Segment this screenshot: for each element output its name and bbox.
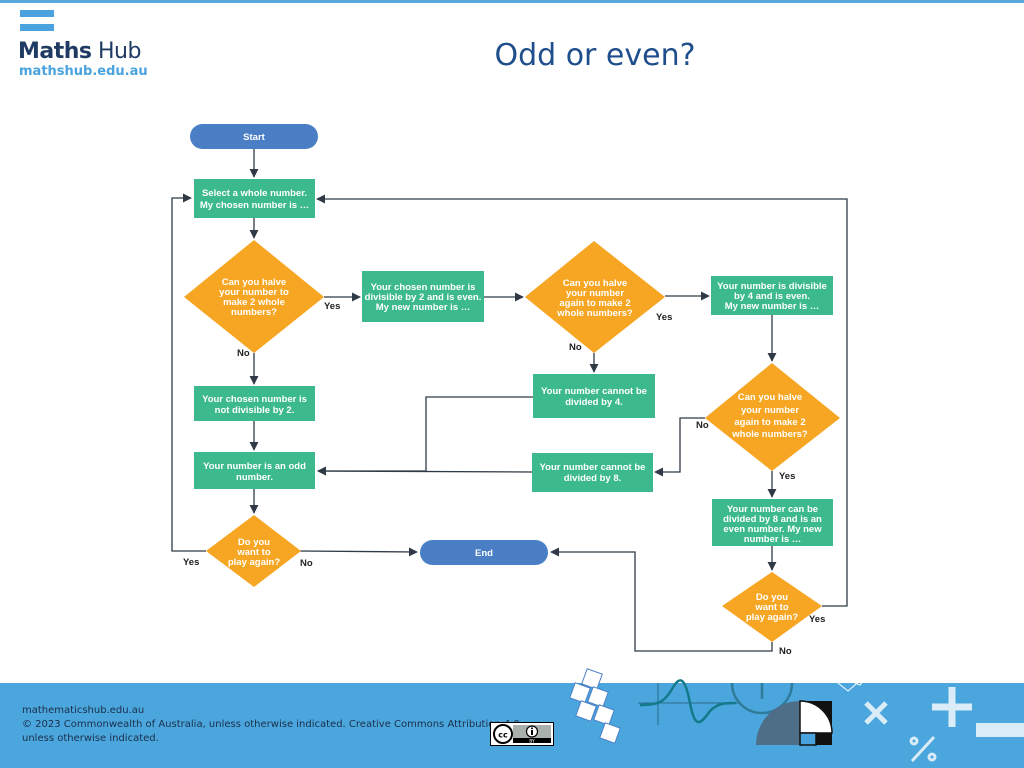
divisible-by-4-box: Your number is divisible by 4 and is eve… <box>711 276 833 315</box>
svg-text:divided by 4.: divided by 4. <box>565 397 623 408</box>
logo-stripe <box>20 24 54 31</box>
percent-icon <box>909 735 937 763</box>
svg-text:your number: your number <box>741 405 799 416</box>
connector-q3-no <box>654 417 705 477</box>
creative-commons-badge[interactable]: cc BY <box>490 722 554 746</box>
not-divisible-by-2-box: Your chosen number is not divisible by 2… <box>194 386 315 421</box>
end-label: End <box>475 548 493 559</box>
connector-play2-no <box>550 547 773 652</box>
svg-text:cc: cc <box>498 731 508 740</box>
svg-text:Your chosen number is: Your chosen number is <box>202 394 307 405</box>
logo-url: mathshub.edu.au <box>19 64 148 79</box>
svg-text:Can you halve: Can you halve <box>222 277 286 288</box>
end-node: End <box>420 540 548 565</box>
svg-text:divisible by 2 and is even.: divisible by 2 and is even. <box>365 292 482 303</box>
yes-label: Yes <box>183 557 199 568</box>
svg-text:number is …: number is … <box>744 534 802 545</box>
svg-text:Your number cannot be: Your number cannot be <box>540 462 646 473</box>
yes-label: Yes <box>779 471 795 482</box>
geometry-lines-icon <box>816 666 878 692</box>
no-label: No <box>779 646 792 657</box>
no-label: No <box>300 558 313 569</box>
minus-icon <box>976 723 1024 737</box>
svg-text:play again?: play again? <box>228 557 280 568</box>
svg-text:your number to: your number to <box>219 287 289 298</box>
clock-icon <box>730 682 794 715</box>
no-label: No <box>569 342 582 353</box>
maths-hub-logo[interactable]: Maths Hub mathshub.edu.au <box>18 10 158 80</box>
connector-play2-yes <box>316 194 848 607</box>
play-again-decision-1: Do you want to play again? <box>206 515 301 587</box>
flowchart: Start End Select a whole number. My chos… <box>171 124 848 657</box>
select-number-box: Select a whole number. My chosen number … <box>194 179 315 218</box>
footer-copyright-cont: unless otherwise indicated. <box>22 733 159 744</box>
play-again-decision-2: Do you want to play again? <box>722 572 822 642</box>
svg-text:My chosen number is …: My chosen number is … <box>200 200 309 211</box>
svg-text:number.: number. <box>236 472 273 483</box>
svg-text:BY: BY <box>529 738 535 744</box>
no-label: No <box>237 348 250 359</box>
times-icon <box>864 701 888 725</box>
svg-text:Your number can be: Your number can be <box>727 504 818 515</box>
svg-text:want to: want to <box>236 547 270 558</box>
cannot-divide-by-4-box: Your number cannot be divided by 4. <box>533 374 655 418</box>
footer-copyright: © 2023 Commonwealth of Australia, unless… <box>22 719 523 730</box>
divisible-by-2-box: Your chosen number is divisible by 2 and… <box>362 271 484 322</box>
svg-text:again to make 2: again to make 2 <box>734 417 805 428</box>
svg-text:Can you halve: Can you halve <box>738 392 802 403</box>
odd-number-box: Your number is an odd number. <box>194 452 315 489</box>
connector-notdiv4-to-odd <box>317 396 533 476</box>
connectors <box>171 149 848 652</box>
connector-play1-yes <box>171 193 206 552</box>
svg-text:divided by 8 and is an: divided by 8 and is an <box>723 514 822 525</box>
cannot-divide-by-8-box: Your number cannot be divided by 8. <box>532 453 653 492</box>
dice-net-icon <box>569 668 621 744</box>
yes-label: Yes <box>809 614 825 625</box>
plus-icon <box>932 687 972 727</box>
svg-text:Your number is an odd: Your number is an odd <box>203 461 306 472</box>
svg-text:whole numbers?: whole numbers? <box>556 308 633 319</box>
svg-text:by 4 and is even.: by 4 and is even. <box>734 291 810 302</box>
halve-decision-1: Can you halve your number to make 2 whol… <box>184 240 324 353</box>
svg-text:even number. My new: even number. My new <box>723 524 822 535</box>
no-label: No <box>696 420 709 431</box>
svg-text:play again?: play again? <box>746 612 798 623</box>
connector-play1-no <box>299 547 418 557</box>
logo-name: Maths Hub <box>18 39 141 64</box>
svg-text:Can you halve: Can you halve <box>563 278 627 289</box>
logo-stripe <box>20 10 54 17</box>
top-accent-bar <box>0 0 1024 3</box>
start-label: Start <box>243 132 265 143</box>
svg-text:Your chosen number is: Your chosen number is <box>371 282 476 293</box>
svg-text:not divisible by 2.: not divisible by 2. <box>215 405 295 416</box>
svg-text:want to: want to <box>754 602 788 613</box>
svg-text:My new number is …: My new number is … <box>725 301 820 312</box>
maths-illustrations <box>569 666 1024 763</box>
svg-text:My new number is …: My new number is … <box>376 302 471 313</box>
cc-by-icon: cc BY <box>491 723 553 745</box>
golden-spiral-icon <box>756 700 833 746</box>
svg-text:divided by 8.: divided by 8. <box>564 473 622 484</box>
svg-text:Your number is divisible: Your number is divisible <box>717 281 827 292</box>
svg-text:whole numbers?: whole numbers? <box>731 429 808 440</box>
svg-text:Select a whole number.: Select a whole number. <box>202 188 307 199</box>
svg-text:numbers?: numbers? <box>231 307 277 318</box>
footer-site: mathematicshub.edu.au <box>22 705 145 716</box>
svg-text:again to make 2: again to make 2 <box>559 298 630 309</box>
svg-text:Do you: Do you <box>756 592 788 603</box>
start-node: Start <box>190 124 318 149</box>
divisible-by-8-box: Your number can be divided by 8 and is a… <box>712 499 833 546</box>
halve-decision-2: Can you halve your number again to make … <box>525 241 665 353</box>
halve-decision-3: Can you halve your number again to make … <box>705 363 840 471</box>
connector-notdiv8-to-odd <box>317 466 533 476</box>
page-title: Odd or even? <box>494 38 696 73</box>
svg-text:Your number cannot be: Your number cannot be <box>541 386 647 397</box>
svg-text:your number: your number <box>566 288 624 299</box>
yes-label: Yes <box>324 301 340 312</box>
yes-label: Yes <box>656 312 672 323</box>
svg-text:make 2 whole: make 2 whole <box>223 297 285 308</box>
wave-graph-icon <box>638 679 738 725</box>
svg-text:Do you: Do you <box>238 537 270 548</box>
